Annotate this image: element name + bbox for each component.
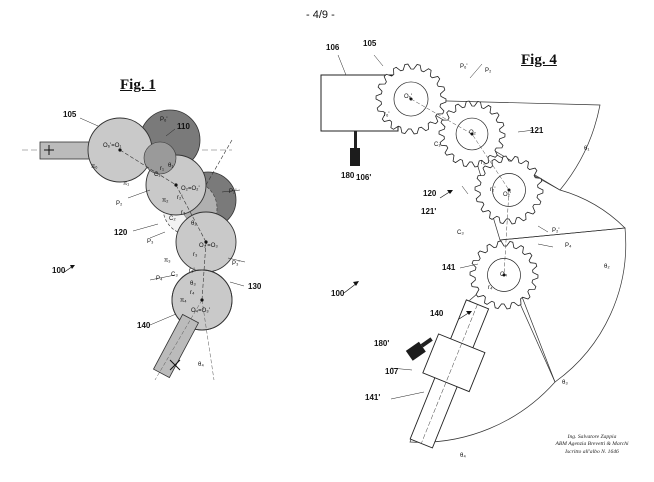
handle-icon: [405, 341, 426, 361]
fig1-labels-item: O₃'=O₃: [199, 243, 218, 249]
fig1-labels-item: P₂': [229, 189, 236, 195]
fig1-labels-item: P₃': [232, 261, 240, 267]
fig4-labels-item: 105: [363, 39, 377, 48]
gear-center: [507, 188, 511, 192]
fig1-labels-item: P₃: [147, 239, 154, 245]
fig4-labels-item: 100: [331, 289, 345, 298]
fig4-labels-item: C₁: [434, 142, 440, 148]
fig1-labels-item: O₆'=O₁: [103, 143, 121, 149]
fig1-labels-item: r₃': [189, 268, 195, 274]
fig1-labels-item: π₆: [91, 164, 98, 170]
fig1-labels-item: 130: [248, 282, 262, 291]
fig4-labels-item: 121: [530, 126, 544, 135]
fig1-labels-item: P₆': [160, 117, 168, 123]
fig4-labels-item: 141': [365, 393, 380, 402]
fig1-labels-item: 120: [114, 228, 128, 237]
fig4-labels-item: 106': [356, 173, 371, 182]
fig4-labels-item: r₄: [488, 285, 493, 291]
fig4-labels-item: C₃: [457, 230, 464, 236]
fig1-labels-item: θ₄: [198, 362, 204, 368]
fig4-labels-item: P₂': [552, 228, 559, 234]
fig4-labels-item: θ₂: [604, 264, 610, 270]
fig1-labels-item: θ₃: [190, 281, 196, 287]
gear-hub: [492, 173, 526, 207]
fig4-labels-item: O₆': [404, 94, 412, 100]
signature-block: Ing. Salvatore Zappia ABM Agenzia Brevet…: [540, 434, 644, 456]
motor-icon: [350, 148, 360, 166]
fig1-labels-item: r₄: [190, 290, 195, 296]
fig1-labels-item: C₃: [171, 272, 178, 278]
fig1-labels-item: 140: [137, 321, 151, 330]
fig4-labels-item: P₂: [485, 68, 492, 74]
fig4-labels-item: O₄: [500, 272, 508, 278]
fig1-labels-item: r₁: [160, 166, 164, 172]
fig1-labels-item: π₁: [123, 181, 129, 187]
gear-hub: [393, 81, 429, 117]
fig1-labels-item: C₂: [169, 216, 176, 222]
fig4-labels-item: 106: [326, 43, 340, 52]
fig4-labels-item: r₂': [490, 187, 495, 193]
fig1-labels-item: O₄=O₃': [191, 308, 210, 314]
fig4-labels-item: r₆': [384, 112, 390, 118]
page-number: - 4/9 -: [306, 9, 335, 21]
fig1-labels-item: r₂: [181, 210, 186, 216]
fig4-sector-theta1: [408, 99, 601, 191]
fig1-labels-item: π₃: [164, 258, 171, 264]
fig4-sector-theta4: [409, 269, 556, 443]
fig4-sector-theta3: [499, 227, 627, 383]
fig1-labels-item: θ₂: [191, 221, 197, 227]
fig4-labels-item: r₂: [481, 160, 486, 166]
fig4-labels-item: 107: [385, 367, 399, 376]
fig4-labels-item: O₂: [469, 130, 477, 136]
fig4-labels-item: P₆': [460, 64, 468, 70]
fig1-labels-item: π₄: [180, 298, 187, 304]
fig1-labels-item: P₂: [116, 201, 123, 207]
fig1-labels-item: θ₁: [168, 163, 173, 169]
gear-center: [470, 132, 474, 136]
gear-hub: [455, 117, 489, 151]
fig4-labels-item: 180: [341, 171, 355, 180]
fig1-labels-item: π₂: [162, 198, 169, 204]
signature-line-2: ABM Agenzia Brevetti & Marchi: [555, 441, 629, 448]
fig4-labels-item: P₄: [565, 243, 572, 249]
fig4-labels-item: 120: [423, 189, 437, 198]
fig4-labels-item: θ₄: [460, 453, 466, 459]
fig4-centre-line: [410, 98, 510, 276]
fig1-labels-item: C₁: [154, 172, 160, 178]
signature-line-1: Ing. Salvatore Zappia: [567, 434, 617, 440]
fig1-labels-item: P₄: [156, 276, 163, 282]
fig4-labels-item: θ₃: [562, 380, 568, 386]
fig4-labels-item: 121': [421, 207, 436, 216]
fig1-labels-item: r₂': [177, 195, 182, 201]
fig1-labels-item: 105: [63, 110, 77, 119]
fig1-labels-item: O₂=O₂': [181, 186, 200, 192]
fig4-labels-item: O₂': [503, 192, 511, 198]
fig4-labels-item: 180': [374, 339, 389, 348]
gear-hub: [487, 258, 521, 292]
fig1-title: Fig. 1: [120, 77, 156, 93]
fig1-labels-item: 110: [177, 122, 190, 131]
signature-line-3: Iscritto all'albo N. 1646: [565, 448, 619, 455]
fig1-output-shaft: [152, 313, 200, 379]
fig1-labels-item: r₃: [193, 252, 198, 258]
fig4-labels-item: 140: [430, 309, 444, 318]
fig1-labels-item: 100: [52, 266, 66, 275]
fig4-title: Fig. 4: [521, 52, 557, 68]
fig4-labels-item: θ₁: [584, 146, 589, 152]
fig4-labels-item: 141: [442, 263, 456, 272]
